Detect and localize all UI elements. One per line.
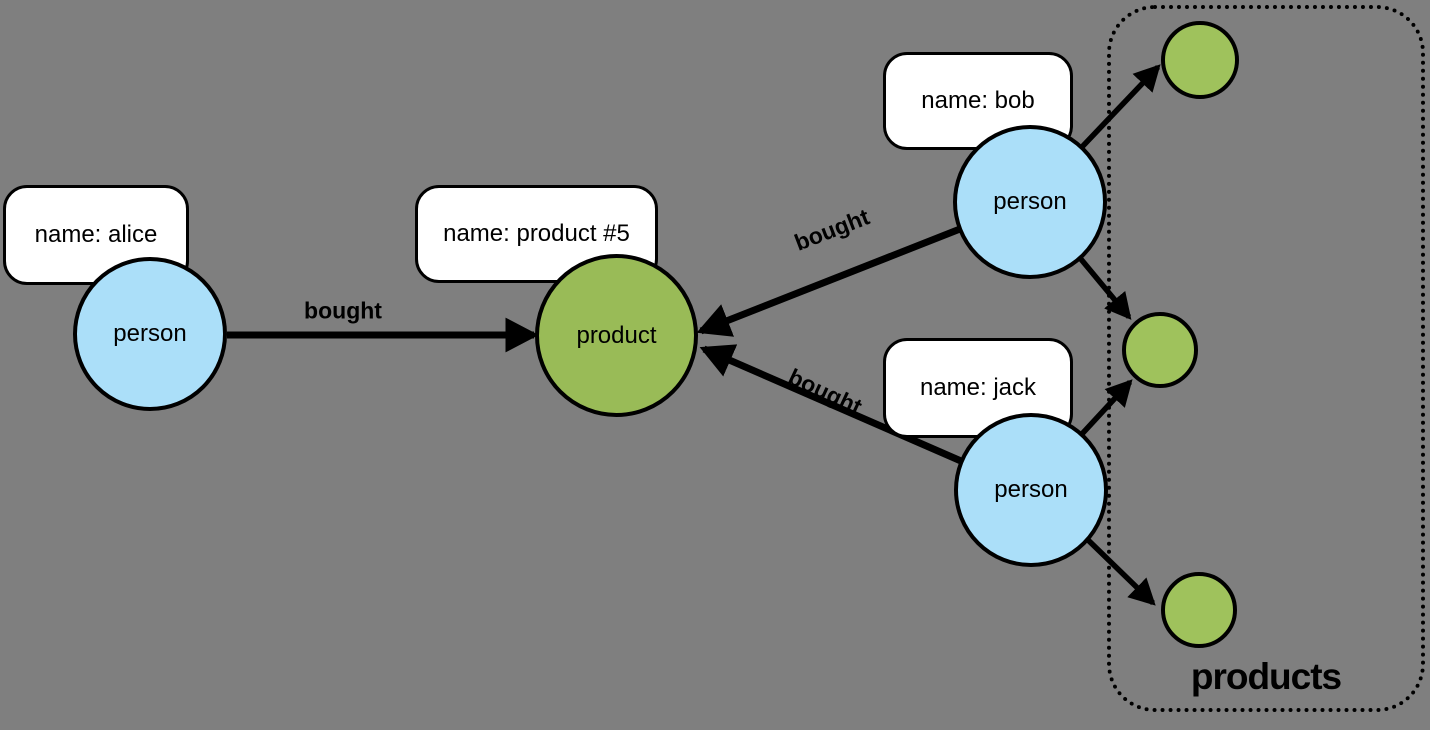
alice-node-label: person	[113, 320, 187, 347]
alice-property-box: name: alice	[3, 185, 189, 285]
jack-person-node: person	[954, 413, 1108, 567]
edge-bob-to-product-middle	[1077, 256, 1132, 320]
bob-node-label: person	[993, 188, 1067, 215]
edge-jack-to-product-middle	[1078, 379, 1133, 437]
products-cluster-label: products	[1190, 656, 1342, 697]
product5-node-label: product	[576, 321, 657, 349]
edge-bob-bought-product	[696, 225, 962, 337]
products-cluster-box: products	[1107, 5, 1425, 712]
product5-node: product	[535, 254, 698, 417]
jack-property-text: name: jack	[919, 374, 1037, 401]
mini-product-node-top	[1161, 21, 1239, 99]
mini-product-node-middle	[1122, 312, 1198, 388]
bob-property-text: name: bob	[921, 87, 1035, 114]
edge-jack-to-product-bottom	[1085, 537, 1156, 606]
product-property-text: name: product #5	[443, 220, 630, 247]
alice-person-node: person	[73, 257, 227, 411]
alice-property-text: name: alice	[34, 221, 158, 248]
jack-node-label: person	[994, 476, 1068, 503]
edge-jack-bought-product	[699, 344, 963, 465]
mini-product-node-bottom	[1161, 572, 1237, 648]
bob-person-node: person	[953, 125, 1107, 279]
edge-bob-to-product-top	[1079, 64, 1161, 150]
bought-edge-label-alice: bought	[304, 297, 382, 324]
